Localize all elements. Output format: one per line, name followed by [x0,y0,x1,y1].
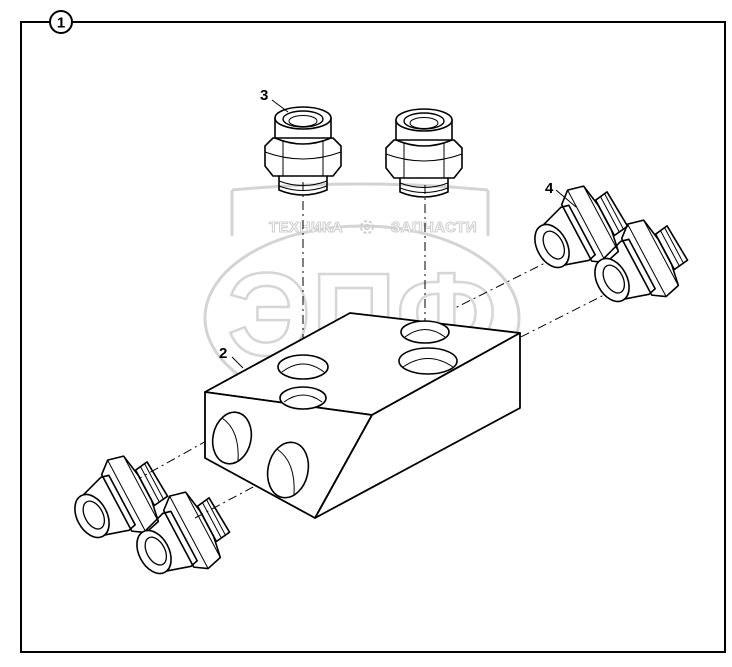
fitting-right-front [578,206,699,324]
frame-number: 1 [57,15,65,32]
fitting-top-left [264,106,342,196]
part-label-3: 3 [260,87,268,104]
diagram-frame [20,21,726,653]
fitting-left-front [120,478,241,596]
part-label-4: 4 [545,180,554,197]
part-labels: 3 4 2 [219,87,577,369]
manifold-block [204,312,521,519]
watermark-gear-icon [360,220,374,234]
part-label-2: 2 [219,345,227,362]
frame-number-badge: 1 [49,10,73,34]
watermark-right-word: ЗАПЧАСТИ [391,219,477,236]
watermark-left-word: ТЕХНИКА [269,219,343,236]
